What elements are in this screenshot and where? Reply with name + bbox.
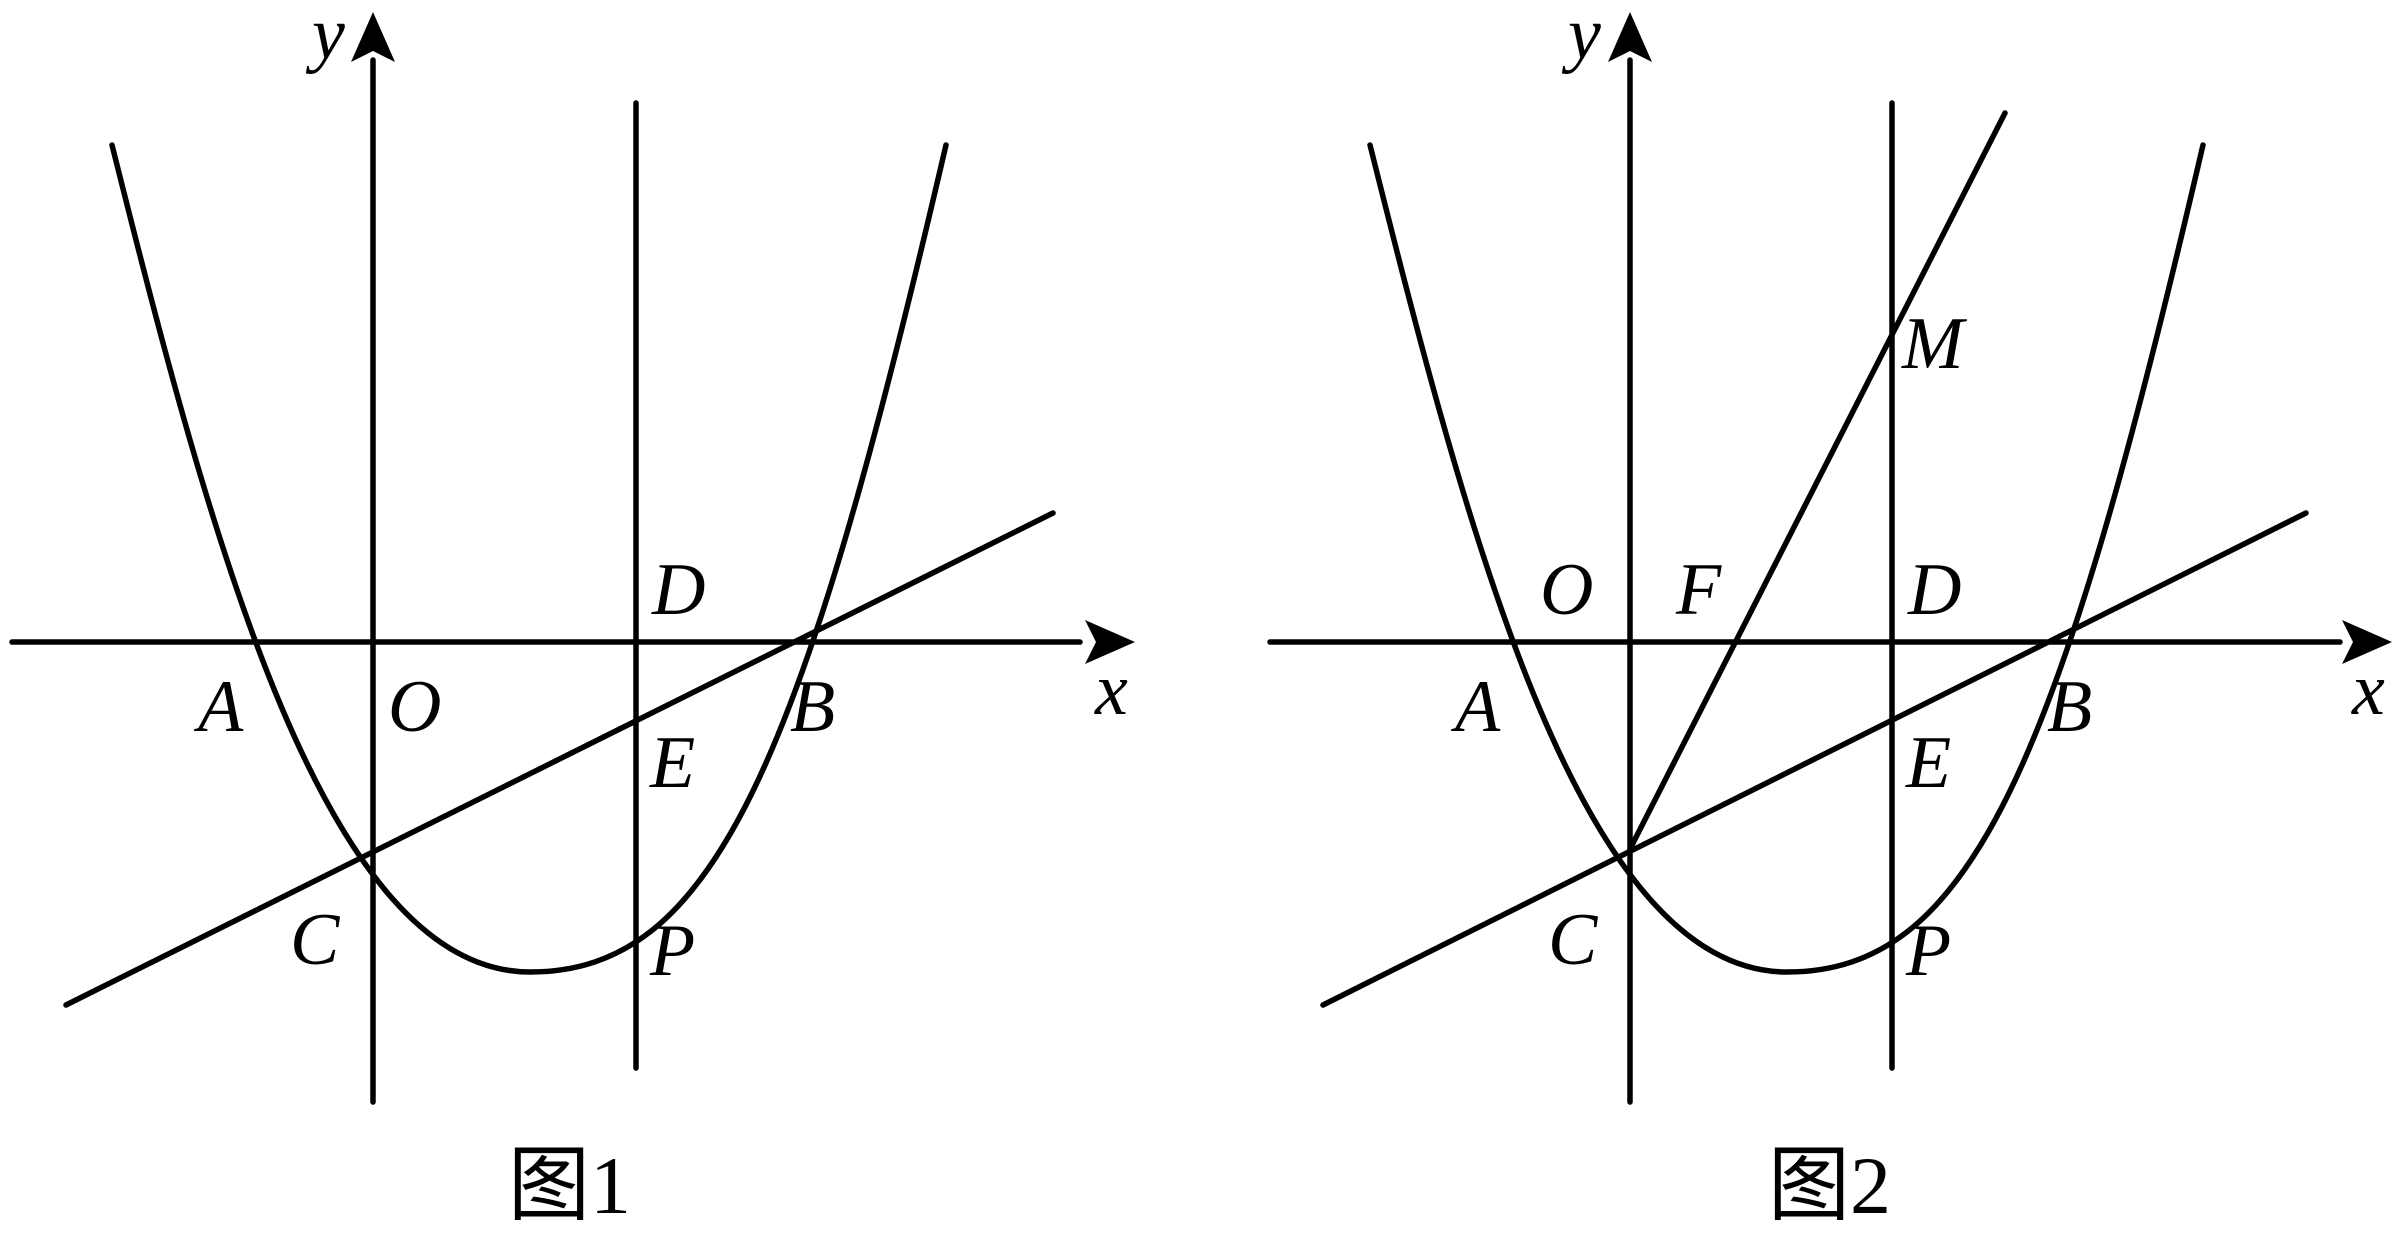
figure-caption: 图1 (508, 1140, 631, 1231)
point-label-a: A (1450, 666, 1501, 748)
x-axis-arrowhead (1085, 620, 1135, 664)
point-label-d: D (651, 549, 705, 631)
point-label-p: P (1905, 910, 1951, 992)
y-axis-arrowhead (1608, 12, 1652, 62)
x-axis-label: x (1094, 649, 1128, 731)
line-bc (1320, 510, 2309, 1008)
point-label-c: C (290, 899, 341, 981)
y-axis-label: y (1561, 0, 1601, 75)
point-label-a: A (193, 666, 244, 748)
point-label-f: F (1675, 549, 1722, 631)
parabola (109, 142, 949, 975)
x-axis-label: x (2351, 649, 2385, 731)
point-label-e: E (1905, 722, 1951, 804)
parabola (1367, 142, 2206, 975)
point-label-b: B (2047, 666, 2092, 748)
line-cm (1627, 110, 2008, 852)
y-axis-arrowhead (351, 12, 395, 62)
point-label-c: C (1548, 899, 1599, 981)
point-label-o: O (388, 666, 441, 748)
figure-1: y x A O B C D E P 图1 (9, 0, 1135, 1231)
y-axis-label: y (305, 0, 345, 75)
x-axis-arrowhead (2342, 620, 2392, 664)
point-label-m: M (1901, 303, 1968, 385)
point-label-p: P (649, 910, 695, 992)
line-bc (63, 510, 1056, 1008)
point-label-b: B (790, 666, 835, 748)
point-label-d: D (1907, 549, 1961, 631)
point-label-o: O (1540, 549, 1593, 631)
figure-caption: 图2 (1768, 1140, 1891, 1231)
point-label-e: E (649, 722, 695, 804)
figure-2: y x A O F B C D E P M 图2 (1267, 0, 2392, 1231)
